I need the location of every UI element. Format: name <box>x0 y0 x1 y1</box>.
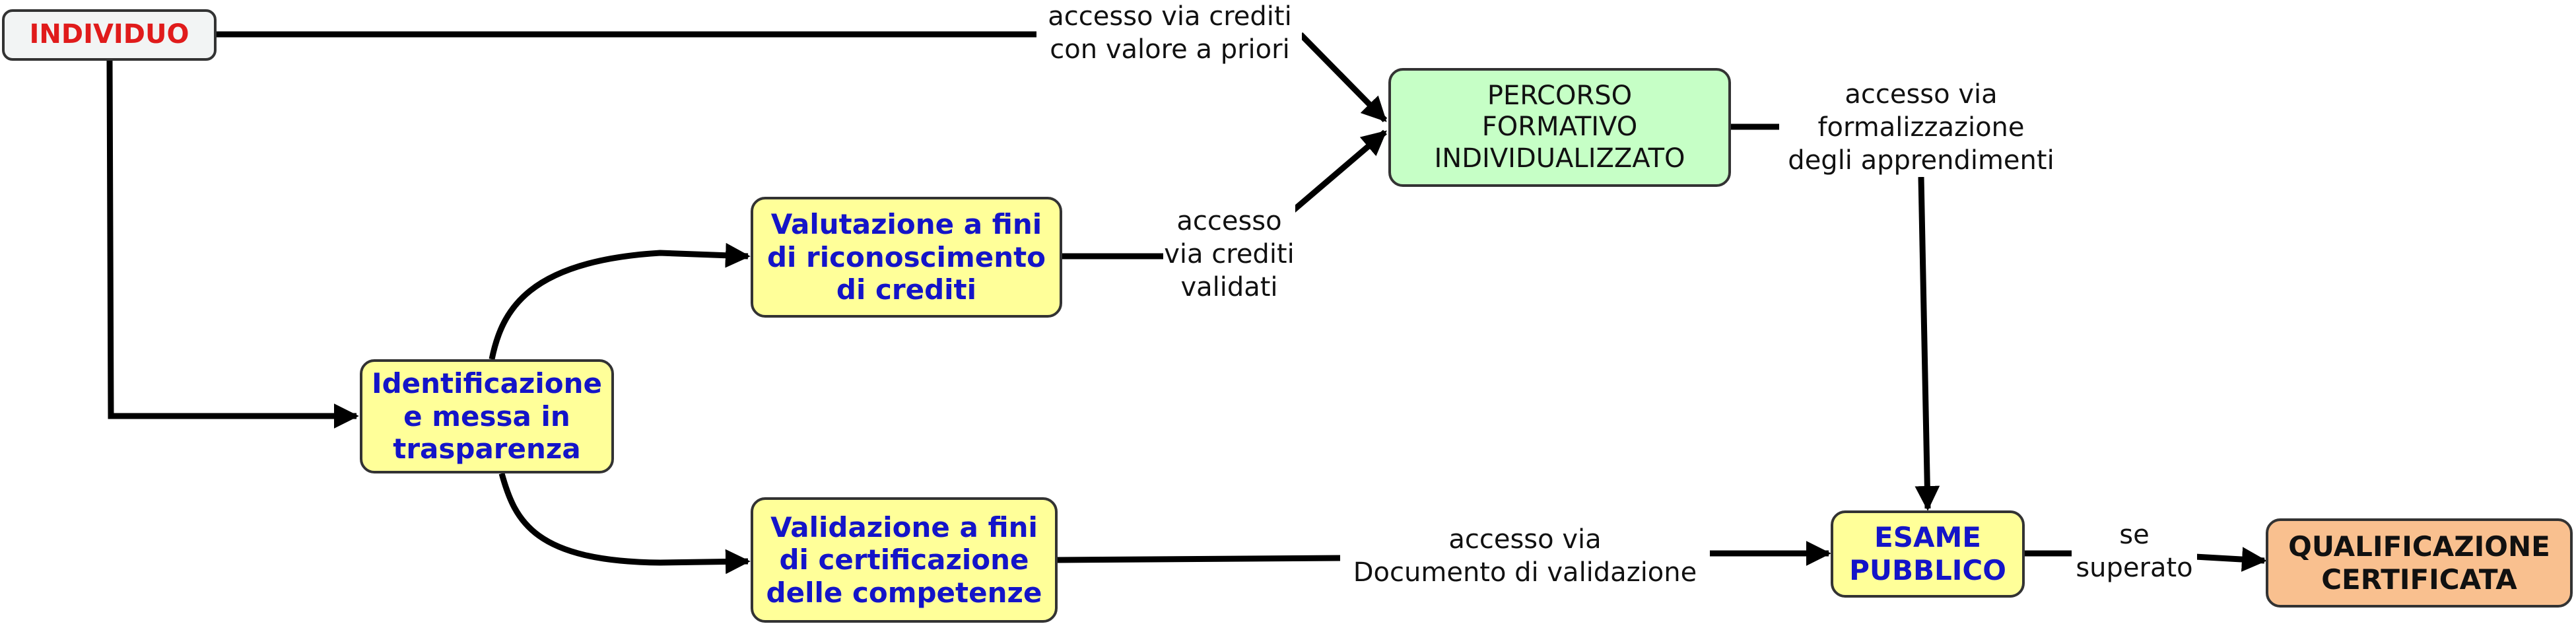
edge-formalizzazione-to-esame <box>1915 176 1940 511</box>
node-identificazione[interactable]: Identificazione e messa in trasparenza <box>360 359 614 473</box>
label-accesso-formalizzazione: accesso via formalizzazione degli appren… <box>1779 78 2063 177</box>
edge-crediti-label-to-percorso <box>1298 32 1388 123</box>
edge-identificazione-to-valutazione <box>489 242 751 360</box>
edge-individuo-to-identificazione <box>106 60 359 429</box>
node-validazione[interactable]: Validazione a fini di certificazione del… <box>751 497 1058 623</box>
edge-validazione-to-documento <box>1057 555 1347 563</box>
node-qualificazione-certificata[interactable]: QUALIFICAZIONE CERTIFICATA <box>2266 518 2573 608</box>
node-valutazione[interactable]: Valutazione a fini di riconoscimento di … <box>751 197 1062 318</box>
node-esame-pubblico[interactable]: ESAME PUBBLICO <box>1831 510 2025 598</box>
node-percorso-formativo[interactable]: PERCORSO FORMATIVO INDIVIDUALIZZATO <box>1388 68 1731 187</box>
edge-superato-to-qualificazione <box>2194 547 2267 572</box>
label-se-superato: se superato <box>2072 518 2197 584</box>
edge-validati-label-to-percorso <box>1289 129 1387 215</box>
node-individuo[interactable]: INDIVIDUO <box>2 9 217 61</box>
label-accesso-documento: accesso via Documento di validazione <box>1340 523 1710 589</box>
edge-identificazione-to-validazione <box>498 472 751 575</box>
label-accesso-crediti-validati: accesso via crediti validati <box>1163 205 1295 304</box>
label-accesso-crediti-priori: accesso via crediti con valore a priori <box>1038 0 1302 66</box>
